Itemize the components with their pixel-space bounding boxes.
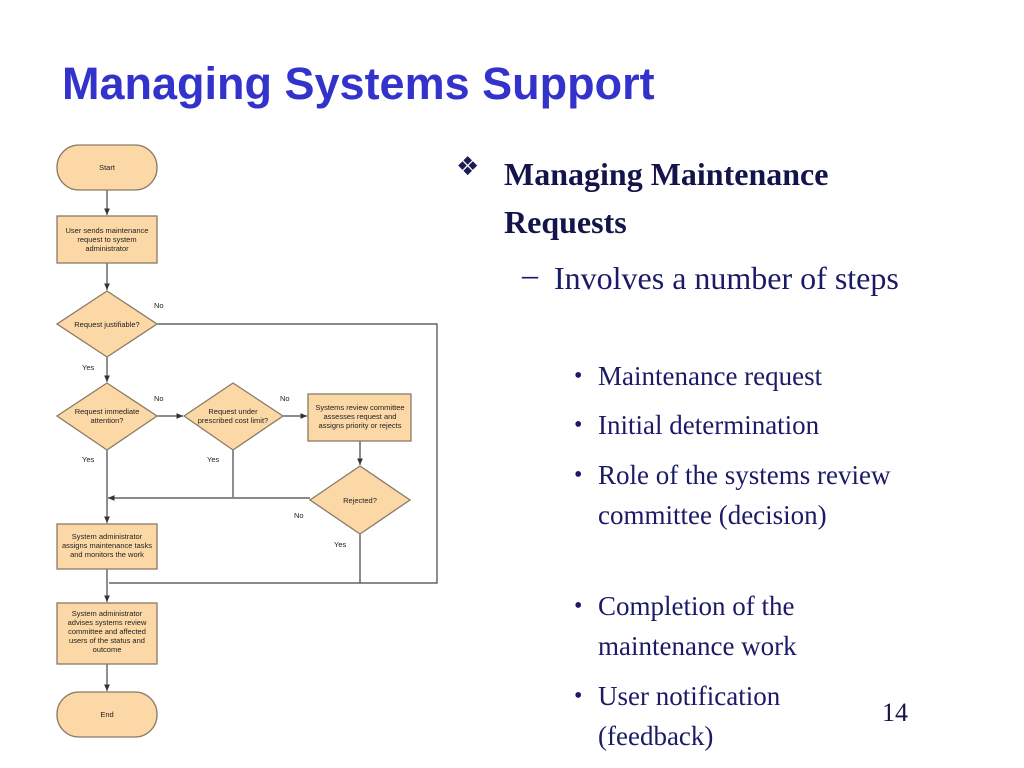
- label-cost-yes: Yes: [207, 455, 219, 464]
- under-cost-label-1: Request under: [208, 407, 258, 416]
- advises-label-4: users of the status and: [69, 636, 145, 645]
- page-number: 14: [882, 698, 908, 727]
- node-committee: [307, 393, 412, 442]
- label-rejected-yes: Yes: [334, 540, 346, 549]
- under-cost-label-2: prescribed cost limit?: [198, 416, 268, 425]
- label-justifiable-no: No: [154, 301, 164, 310]
- step-text: Maintenance request: [598, 361, 823, 391]
- label-cost-no: No: [280, 394, 290, 403]
- user-sends-label-3: administrator: [85, 244, 129, 253]
- dot-bullet-icon: •: [574, 412, 583, 438]
- rejected-label: Rejected?: [343, 496, 377, 505]
- sub-bullet-text: Involves a number of steps: [554, 260, 899, 296]
- heading-text: Managing Maintenance Requests: [504, 156, 829, 240]
- user-sends-label-2: request to system: [77, 235, 136, 244]
- label-immediate-yes: Yes: [82, 455, 94, 464]
- advises-label-2: advises systems review: [68, 618, 147, 627]
- dot-bullet-icon: •: [574, 462, 583, 488]
- node-justifiable: [55, 290, 159, 358]
- advises-label-5: outcome: [93, 645, 122, 654]
- committee-label-2: assesses request and: [324, 412, 397, 421]
- diamond-bullet-icon: ❖: [456, 152, 480, 182]
- start-label: Start: [99, 163, 116, 172]
- label-rejected-no: No: [294, 511, 304, 520]
- dot-bullet-icon: •: [574, 593, 583, 619]
- label-immediate-no: No: [154, 394, 164, 403]
- node-user-sends: [56, 215, 158, 264]
- assigns-label-2: assigns maintenance tasks: [62, 541, 152, 550]
- edge-justifiable-no: [109, 323, 438, 584]
- immediate-label-2: attention?: [91, 416, 124, 425]
- immediate-label-1: Request immediate: [75, 407, 140, 416]
- user-sends-label-1: User sends maintenance: [66, 226, 149, 235]
- committee-label-3: assigns priority or rejects: [319, 421, 402, 430]
- node-rejected: [308, 465, 412, 535]
- node-end: [56, 691, 158, 738]
- label-justifiable-yes: Yes: [82, 363, 94, 372]
- end-label: End: [100, 710, 113, 719]
- committee-label-1: Systems review committee: [315, 403, 404, 412]
- dot-bullet-icon: •: [574, 683, 583, 709]
- assigns-label-1: System administrator: [72, 532, 143, 541]
- node-assigns: [56, 523, 158, 570]
- justifiable-label: Request justifiable?: [74, 320, 139, 329]
- flowchart-nodes: [55, 144, 412, 738]
- dot-bullet-icon: •: [574, 363, 583, 389]
- node-start: [56, 144, 158, 191]
- step-text: Initial determination: [598, 410, 820, 440]
- node-immediate: [55, 382, 159, 451]
- slide-title: Managing Systems Support: [62, 58, 655, 109]
- node-advises: [56, 602, 158, 665]
- assigns-label-3: and monitors the work: [70, 550, 144, 559]
- step-text: Completion of the maintenance work: [598, 591, 797, 661]
- flowchart-edges: [104, 190, 438, 691]
- step-text: Role of the systems review committee (de…: [598, 460, 891, 530]
- dash-bullet-icon: –: [522, 256, 538, 292]
- node-under-cost: [182, 382, 285, 451]
- advises-label-1: System administrator: [72, 609, 143, 618]
- advises-label-3: committee and affected: [68, 627, 146, 636]
- step-text: User notification (feedback): [598, 681, 781, 751]
